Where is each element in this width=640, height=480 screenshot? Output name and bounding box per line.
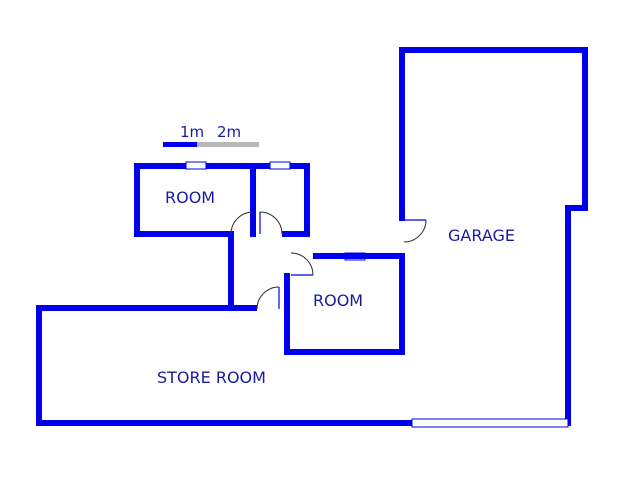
scale-bar-primary-segment	[163, 142, 197, 147]
door-room-top-right	[259, 211, 283, 235]
room-label-garage: GARAGE	[448, 226, 515, 245]
room-middle-wall	[284, 253, 405, 355]
door-swing-arc	[230, 211, 254, 235]
room-label-middle: ROOM	[313, 291, 363, 310]
window-top-right	[269, 161, 291, 170]
room-top-left-outer-wall	[134, 163, 310, 237]
room-label-top-left: ROOM	[165, 188, 215, 207]
scale-label-2m: 2m	[217, 123, 241, 141]
door-swing-arc	[259, 211, 283, 235]
middle-room-walls	[284, 253, 405, 355]
door-room-middle	[290, 252, 314, 276]
door-room-top-left	[230, 211, 254, 235]
scale-label-1m: 1m	[180, 123, 204, 141]
top-left-room-walls	[134, 163, 310, 237]
store-room-walls	[36, 305, 415, 426]
door-swing-arc	[403, 219, 427, 243]
door-swing-arc	[256, 286, 280, 310]
door-swing-arc	[290, 252, 314, 276]
door-store-room	[256, 286, 280, 310]
room-label-store-room: STORE ROOM	[157, 368, 266, 387]
scale-bar: 1m 2m	[163, 123, 259, 147]
door-garage	[403, 219, 427, 243]
scale-bar-secondary-segment	[197, 142, 259, 147]
window-top-left	[185, 161, 207, 170]
store-room-outer-wall	[36, 305, 415, 426]
garage-door-opening	[411, 418, 569, 428]
